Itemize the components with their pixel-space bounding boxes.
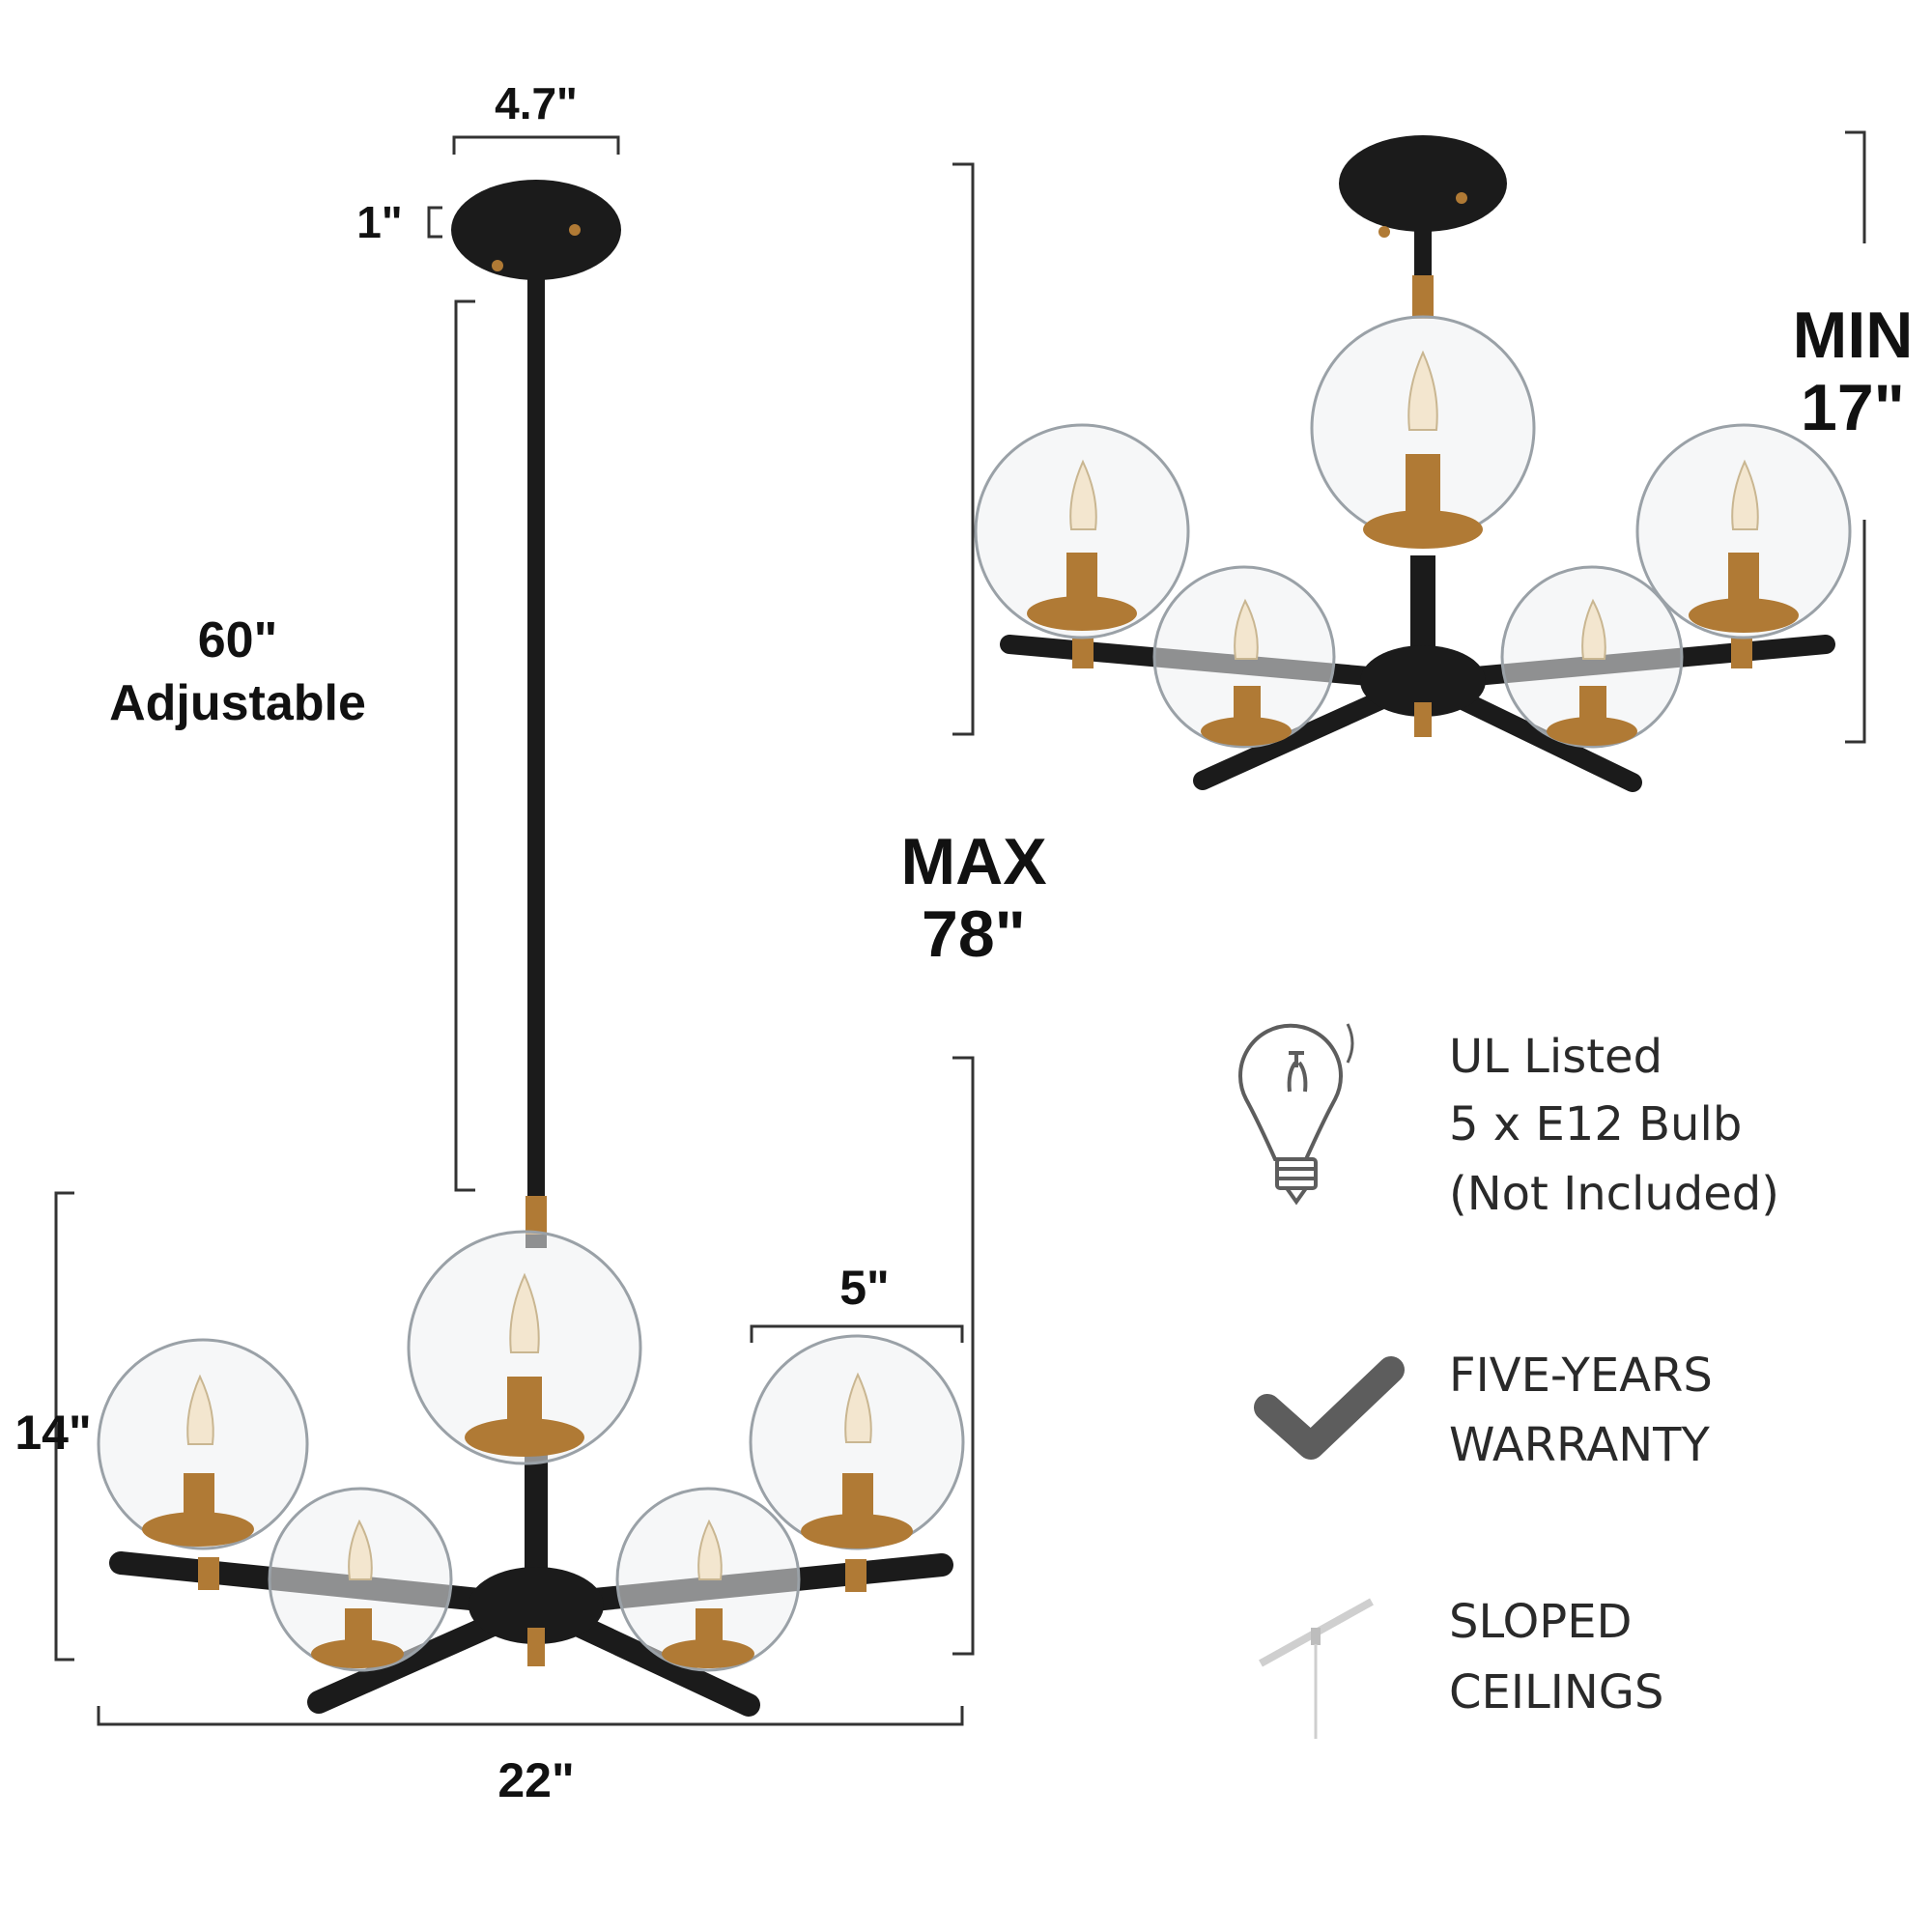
min-height-value: 17" — [1801, 371, 1905, 444]
globe-center — [407, 1230, 642, 1465]
feature-warranty-line-2: WARRANTY — [1449, 1418, 1710, 1472]
flush-globe-center — [1310, 315, 1536, 549]
globe-right-front — [615, 1487, 801, 1672]
light-bulb-icon — [1238, 1023, 1354, 1206]
feature-warranty: FIVE-YEARS WARRANTY — [1254, 1349, 1713, 1472]
feature-ul-line-2: 5 x E12 Bulb — [1449, 1097, 1742, 1151]
downrod — [527, 246, 545, 1212]
flush-globe-right-front — [1500, 565, 1684, 749]
feature-warranty-line-1: FIVE-YEARS — [1449, 1349, 1713, 1403]
flush-globe-left-front — [1152, 565, 1336, 749]
rod-length-label: 60" — [198, 612, 278, 668]
feature-ul-line-1: UL Listed — [1449, 1030, 1662, 1084]
max-height-label: MAX — [900, 825, 1046, 898]
rod-adjustable-label: Adjustable — [109, 675, 366, 731]
feature-sloped-line-1: SLOPED — [1449, 1595, 1633, 1649]
globe-left-back — [97, 1338, 309, 1550]
flush-globe-right-back — [1635, 423, 1852, 639]
overall-width-label: 22" — [497, 1753, 574, 1807]
feature-ul-listed: UL Listed 5 x E12 Bulb (Not Included) — [1238, 1023, 1779, 1221]
chandelier-flush — [974, 135, 1852, 792]
globe-left-front — [268, 1487, 453, 1672]
canopy — [451, 180, 621, 280]
body-height-label: 14" — [14, 1406, 91, 1460]
canopy-width-label: 4.7" — [495, 78, 578, 128]
min-height-label: MIN — [1793, 298, 1914, 372]
feature-ul-line-3: (Not Included) — [1449, 1167, 1779, 1221]
feature-sloped-line-2: CEILINGS — [1449, 1665, 1663, 1719]
chandelier-extended — [97, 180, 965, 1717]
globe-diameter-label: 5" — [839, 1261, 890, 1315]
checkmark-icon — [1254, 1356, 1405, 1460]
canopy-height-label: 1" — [356, 197, 402, 247]
globe-right-back — [749, 1334, 965, 1550]
max-height-value: 78" — [922, 897, 1026, 971]
sloped-ceiling-icon — [1259, 1598, 1374, 1739]
feature-sloped-ceilings: SLOPED CEILINGS — [1259, 1595, 1663, 1739]
flush-globe-left-back — [974, 423, 1190, 639]
